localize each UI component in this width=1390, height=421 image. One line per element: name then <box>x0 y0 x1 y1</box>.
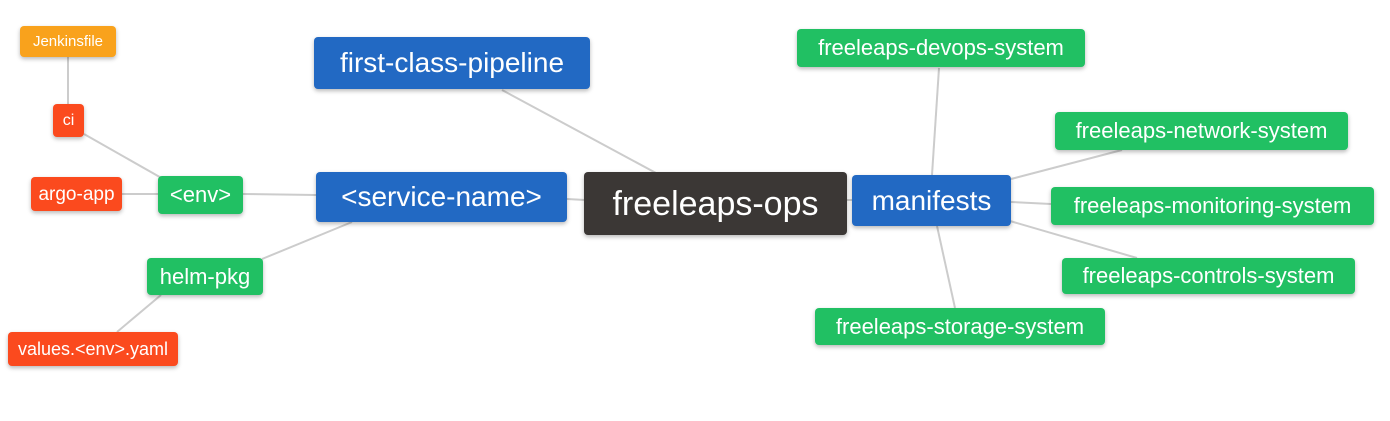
edge-env-service-name <box>242 193 317 196</box>
node-label: freeleaps-controls-system <box>1082 263 1335 288</box>
node-label: freeleaps-ops <box>612 184 819 223</box>
node-freeleaps-monitoring-system[interactable]: freeleaps-monitoring-system <box>1051 187 1374 225</box>
node-ci[interactable]: ci <box>53 104 84 137</box>
edge-manifests-freeleaps-storage-system <box>936 225 956 309</box>
node-label: freeleaps-monitoring-system <box>1073 193 1352 218</box>
node-label: values.<env>.yaml <box>17 339 169 359</box>
node-manifests[interactable]: manifests <box>852 175 1011 226</box>
node-label: argo-app <box>38 183 115 205</box>
edge-first-class-pipeline-freeleaps-ops <box>501 89 657 174</box>
node-label: helm-pkg <box>159 263 251 289</box>
node-label: freeleaps-storage-system <box>835 313 1085 339</box>
node-freeleaps-storage-system[interactable]: freeleaps-storage-system <box>815 308 1105 345</box>
edge-values-env-yaml-helm-pkg <box>116 294 162 333</box>
node-label: Jenkinsfile <box>32 33 104 50</box>
node-label: freeleaps-devops-system <box>818 35 1064 60</box>
node-freeleaps-ops[interactable]: freeleaps-ops <box>584 172 847 235</box>
node-jenkinsfile[interactable]: Jenkinsfile <box>20 26 116 57</box>
node-label: first-class-pipeline <box>339 47 565 78</box>
edge-ci-env <box>83 133 166 181</box>
node-first-class-pipeline[interactable]: first-class-pipeline <box>314 37 590 89</box>
node-argo-app[interactable]: argo-app <box>31 177 122 211</box>
node-freeleaps-controls-system[interactable]: freeleaps-controls-system <box>1062 258 1355 294</box>
node-env[interactable]: <env> <box>158 176 243 214</box>
node-helm-pkg[interactable]: helm-pkg <box>147 258 263 295</box>
edge-manifests-freeleaps-controls-system <box>1009 220 1138 259</box>
edge-helm-pkg-service-name <box>261 221 353 260</box>
edge-service-name-freeleaps-ops <box>566 198 586 201</box>
edge-manifests-freeleaps-devops-system <box>931 67 940 176</box>
node-label: manifests <box>871 184 992 216</box>
node-freeleaps-devops-system[interactable]: freeleaps-devops-system <box>797 29 1085 67</box>
node-service-name[interactable]: <service-name> <box>316 172 567 222</box>
node-values-env-yaml[interactable]: values.<env>.yaml <box>8 332 178 366</box>
edge-manifests-freeleaps-network-system <box>1010 149 1123 180</box>
node-freeleaps-network-system[interactable]: freeleaps-network-system <box>1055 112 1348 150</box>
node-label: <service-name> <box>341 181 542 212</box>
edge-manifests-freeleaps-monitoring-system <box>1010 201 1052 205</box>
node-label: <env> <box>169 182 232 207</box>
node-label: ci <box>62 111 75 129</box>
node-label: freeleaps-network-system <box>1075 118 1328 143</box>
